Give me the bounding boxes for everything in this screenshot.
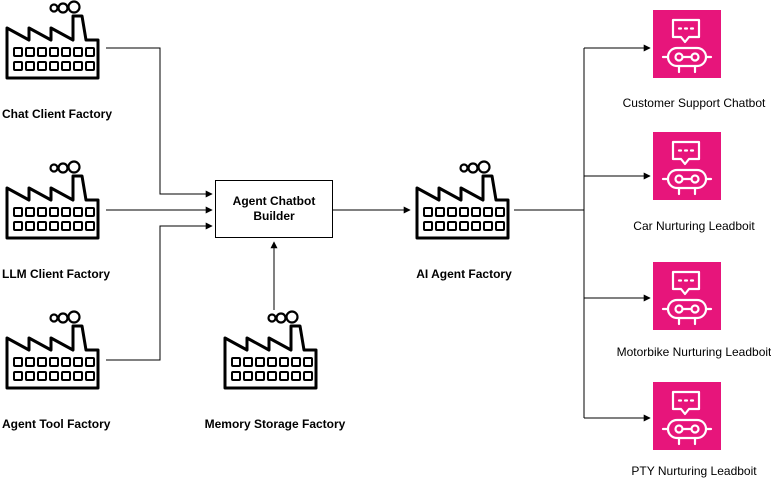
customer-support-chatbot-label: Customer Support Chatbot	[622, 96, 766, 110]
agent-chatbot-builder-label: Agent Chatbot Builder	[232, 194, 316, 223]
pty-nurturing-leadboit-label: PTY Nurturing Leadboit	[631, 464, 757, 478]
car-nurturing-leadboit-label: Car Nurturing Leadboit	[633, 219, 755, 233]
agent-tool-factory-icon	[5, 310, 100, 390]
chat-client-factory-label: Chat Client Factory	[2, 107, 113, 121]
agent-chatbot-builder-box[interactable]: Agent Chatbot Builder	[215, 180, 333, 238]
connector-tool-to-builder	[106, 222, 213, 361]
motorbike-nurturing-leadboit-label: Motorbike Nurturing Leadboit	[616, 345, 771, 359]
llm-client-factory-icon	[5, 160, 100, 240]
llm-client-factory-label: LLM Client Factory	[2, 267, 111, 281]
chat-client-factory-icon	[5, 0, 100, 80]
ai-agent-factory-label: AI Agent Factory	[416, 267, 512, 281]
connector-chat-to-builder	[106, 47, 213, 198]
motorbike-nurturing-leadboit-icon	[651, 260, 723, 332]
car-nurturing-leadboit-icon	[651, 130, 723, 202]
customer-support-chatbot-icon	[651, 8, 723, 80]
ai-agent-factory-icon	[415, 160, 510, 240]
memory-storage-factory-icon	[223, 310, 318, 390]
agent-tool-factory-label: Agent Tool Factory	[2, 417, 111, 431]
memory-storage-factory-label: Memory Storage Factory	[204, 417, 346, 431]
pty-nurturing-leadboit-icon	[651, 380, 723, 452]
